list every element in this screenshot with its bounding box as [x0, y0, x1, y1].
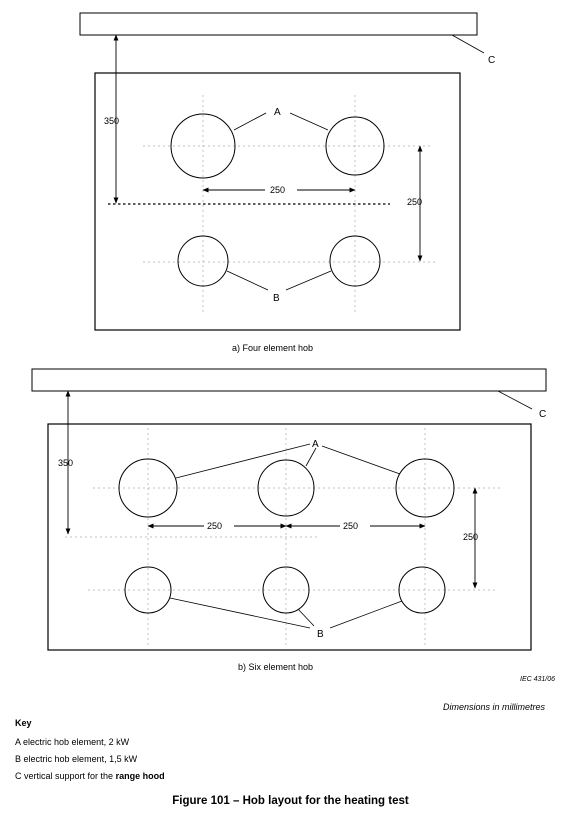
caption-four-element: a) Four element hob — [232, 343, 314, 353]
leader-c-b — [497, 390, 533, 410]
dim-350-label-a: 350 — [104, 116, 119, 126]
centre-lines-a — [143, 95, 436, 315]
key-letter: B — [15, 754, 22, 764]
key-item-a: A electric hob element, 2 kW — [15, 737, 129, 747]
leader-b-5 — [329, 600, 403, 629]
caption-six-element: b) Six element hob — [238, 662, 314, 672]
leader-b-1 — [226, 270, 269, 291]
hob-element-a-1 — [170, 113, 236, 179]
label-b-b: B — [317, 629, 324, 640]
dim-250-v-label-a: 250 — [407, 197, 422, 207]
key-item-c: C vertical support for the range hood — [15, 771, 165, 781]
label-a-b: A — [312, 439, 319, 450]
leader-a-4 — [305, 447, 317, 467]
key-item-b: B electric hob element, 1,5 kW — [15, 754, 137, 764]
hob-outline-a — [94, 72, 461, 331]
dim-350-label-b: 350 — [58, 458, 73, 468]
range-hood-support-b — [31, 368, 547, 392]
leader-b-4 — [297, 608, 315, 627]
hob-element-b-5 — [398, 566, 446, 614]
leader-b-3 — [169, 597, 311, 629]
dimensions-note: Dimensions in millimetres — [443, 702, 546, 712]
leader-a-1 — [233, 112, 267, 131]
hob-element-a-3 — [118, 458, 178, 518]
key-text: vertical support for the — [24, 771, 116, 781]
key-letter: A — [15, 737, 21, 747]
leader-a-5 — [321, 445, 401, 475]
hob-element-b-2 — [329, 235, 381, 287]
dim-250-h-label-a: 250 — [270, 185, 285, 195]
centre-lines-b — [65, 428, 502, 645]
hob-element-b-1 — [177, 235, 229, 287]
label-c-a: C — [488, 55, 495, 66]
key-title: Key — [15, 718, 32, 728]
dim-250-v-label-b: 250 — [463, 532, 478, 542]
diagram-six-element: C 350 A B 250 — [31, 368, 547, 651]
label-c-b: C — [539, 409, 546, 420]
key-letter: C — [15, 771, 22, 781]
hob-element-a-4 — [257, 459, 315, 517]
figure-title: Figure 101 – Hob layout for the heating … — [172, 795, 409, 807]
hob-element-b-3 — [124, 566, 172, 614]
leader-a-3 — [175, 443, 311, 479]
label-b-a: B — [273, 293, 280, 304]
hob-element-a-5 — [395, 458, 455, 518]
range-hood-support-a — [79, 12, 478, 36]
leader-a-2 — [289, 112, 329, 131]
iec-reference: IEC 431/06 — [520, 676, 556, 683]
leader-c-a — [451, 34, 485, 54]
hob-outline-b — [47, 423, 532, 651]
leader-b-2 — [285, 270, 332, 291]
label-a-a: A — [274, 107, 281, 118]
key-text: electric hob element, 2 kW — [23, 737, 130, 747]
key-text-bold: range hood — [115, 771, 165, 781]
dim-250-h1-label-b: 250 — [207, 521, 222, 531]
hob-element-a-2 — [325, 116, 385, 176]
diagram-four-element: C 350 A B 250 250 — [79, 12, 495, 331]
hob-element-b-4 — [262, 566, 310, 614]
dim-250-h2-label-b: 250 — [343, 521, 358, 531]
key-text: electric hob element, 1,5 kW — [23, 754, 138, 764]
